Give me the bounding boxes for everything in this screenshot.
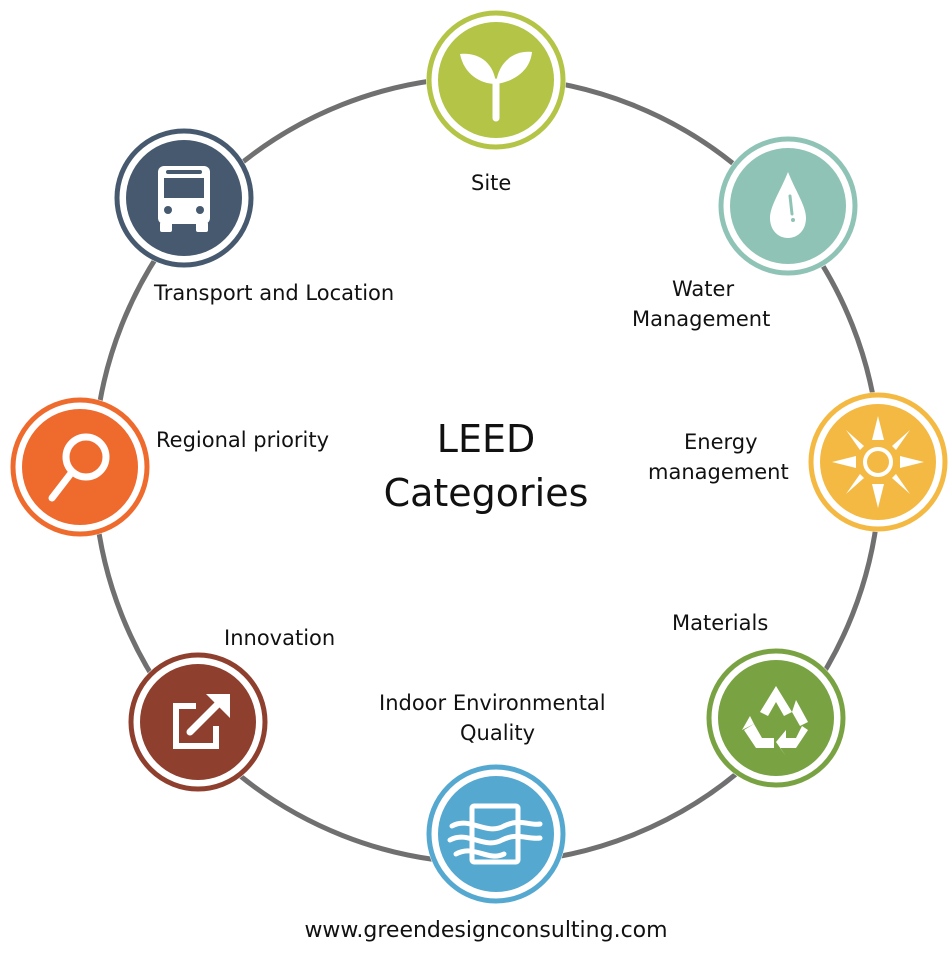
water-label-line-1: Water (672, 277, 735, 301)
materials-node (706, 648, 846, 788)
ieq-label-line-1: Indoor Environmental (379, 691, 606, 715)
innovation-label: Innovation (224, 626, 336, 650)
site-node (426, 10, 566, 150)
sprout-icon (460, 51, 532, 122)
ieq-label-line-2: Quality (460, 721, 536, 745)
air-filter-icon (447, 803, 543, 865)
site-label: Site (471, 171, 512, 195)
water-label-line-2: Management (632, 307, 771, 331)
bus-icon (158, 166, 210, 232)
recycle-icon (742, 686, 808, 756)
diagram-title: LEED Categories (384, 412, 589, 520)
regional-priority-label: Regional priority (156, 428, 330, 452)
innovation-node (128, 652, 268, 792)
transport-and-location-node (114, 128, 254, 268)
water-drop-icon (770, 172, 806, 238)
title-line-1: LEED (436, 417, 536, 461)
regional-priority-node (10, 397, 150, 537)
sun-icon (832, 416, 924, 508)
website-url: www.greendesignconsulting.com (304, 918, 668, 943)
energy-management-node (808, 392, 948, 532)
title-line-2: Categories (383, 471, 589, 515)
transport-label: Transport and Location (154, 281, 395, 305)
materials-label: Materials (672, 611, 769, 635)
external-link-icon (173, 694, 230, 749)
water-management-node (718, 136, 858, 276)
energy-label-line-1: Energy (684, 430, 758, 454)
map-pin-icon (48, 433, 110, 502)
energy-label-line-2: management (648, 460, 789, 484)
indoor-environmental-quality-node (426, 764, 566, 904)
